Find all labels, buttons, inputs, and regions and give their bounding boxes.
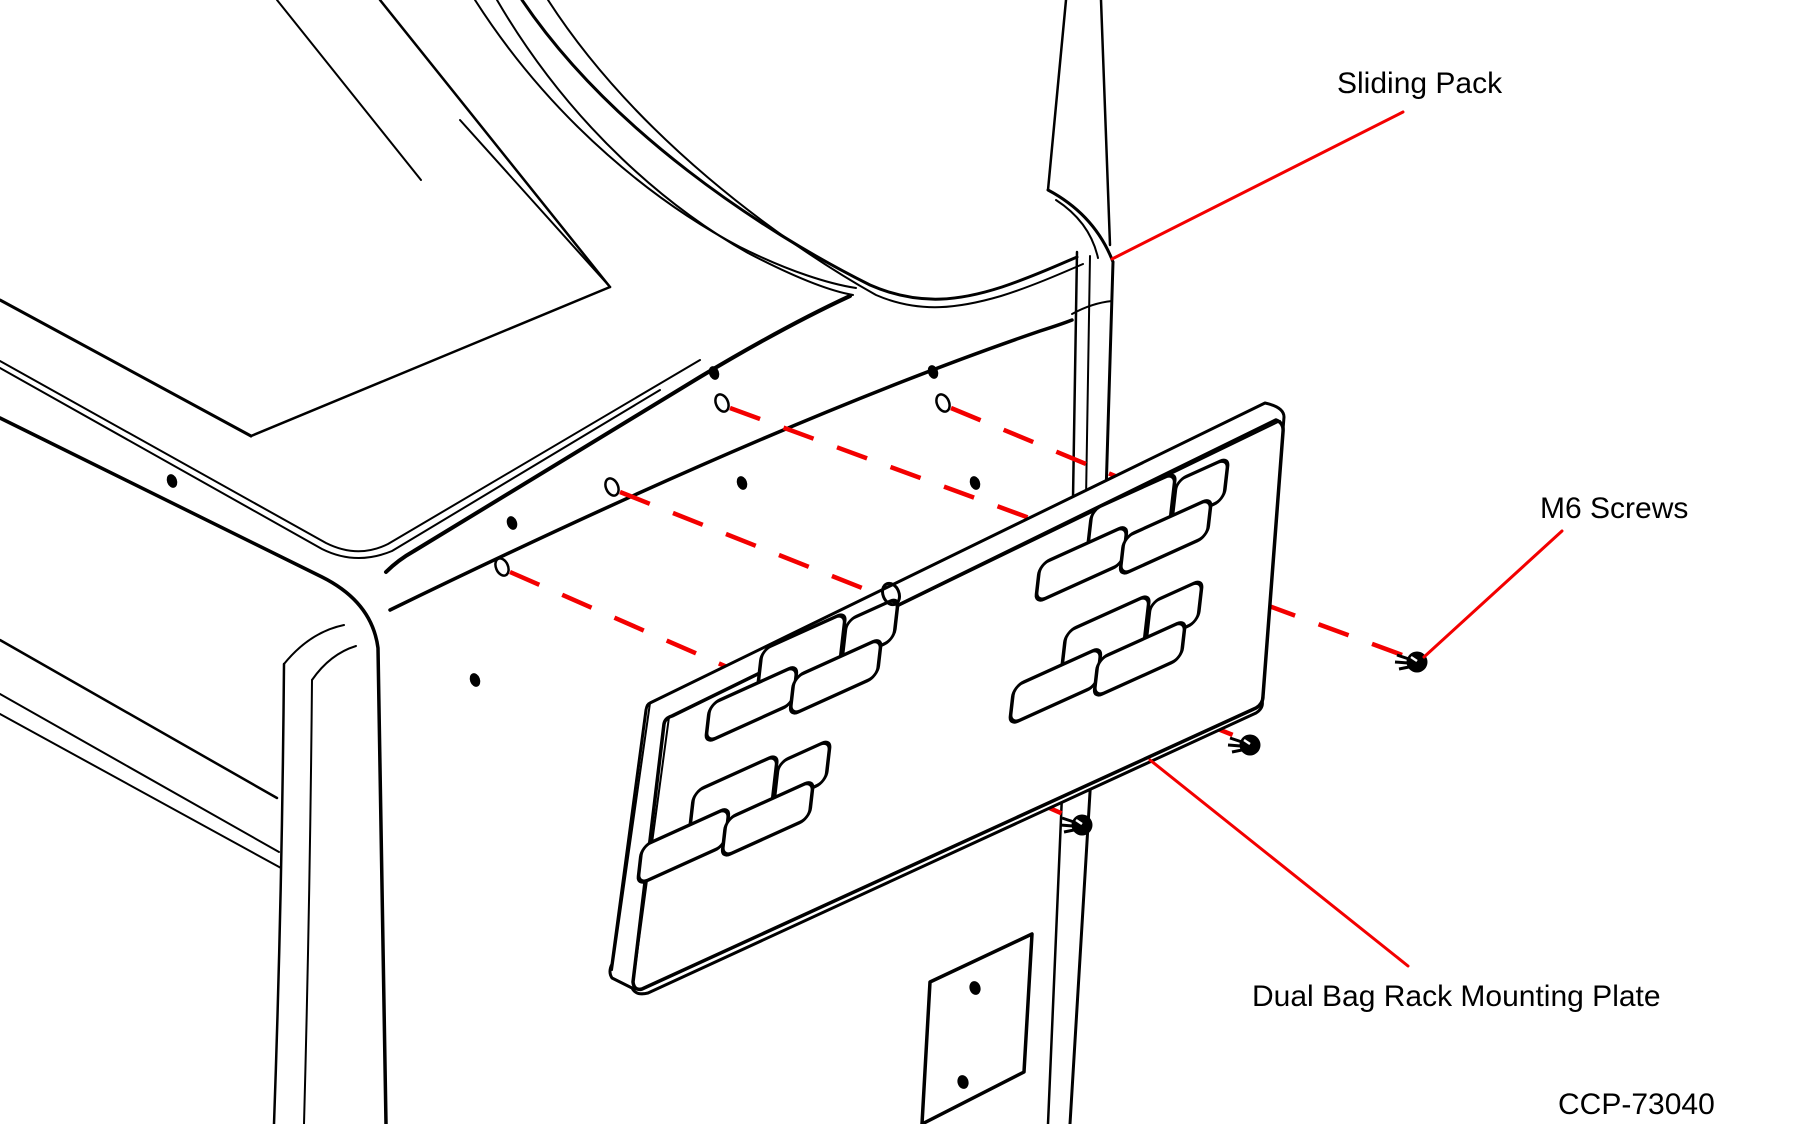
counter-front-edge xyxy=(384,294,852,574)
dual-bag-rack-mounting-plate xyxy=(608,401,1286,996)
mounting-hole-icon xyxy=(494,557,510,577)
mounting-hole-icon xyxy=(714,393,730,413)
leader-mounting-plate xyxy=(1148,758,1410,968)
left-edge-band xyxy=(0,416,388,1124)
mounting-hole-icon xyxy=(604,477,620,497)
label-m6-screws: M6 Screws xyxy=(1540,492,1688,525)
label-mounting-plate: Dual Bag Rack Mounting Plate xyxy=(1252,980,1661,1013)
m6-screws xyxy=(1059,651,1428,836)
cabinet-top-recess xyxy=(0,0,612,438)
plate-left-thickness xyxy=(611,702,651,971)
body-front-edge xyxy=(388,318,1074,612)
counter-rim xyxy=(0,0,857,560)
m6-screw-icon xyxy=(1394,651,1428,673)
part-number: CCP-73040 xyxy=(1558,1088,1715,1121)
left-corner-post xyxy=(272,624,357,1124)
label-sliding-pack: Sliding Pack xyxy=(1337,67,1503,100)
bag-hook xyxy=(1034,458,1230,602)
plate-hole-icon xyxy=(881,581,901,607)
access-panel xyxy=(920,932,1034,1124)
callout-labels: Sliding Pack M6 Screws Dual Bag Rack Mou… xyxy=(1252,67,1715,1121)
leader-sliding-pack xyxy=(1110,110,1405,261)
m6-screw-icon xyxy=(1059,814,1093,836)
m6-screw-icon xyxy=(1227,734,1261,756)
callout-leaders xyxy=(1110,110,1564,968)
mounting-hole-icon xyxy=(935,393,951,413)
bag-hook xyxy=(1008,580,1204,724)
bag-hook xyxy=(704,598,900,742)
bag-hook xyxy=(636,740,832,884)
tower-top-edge xyxy=(520,0,1084,309)
lower-left-panels xyxy=(0,638,282,869)
cabinet-rivet-dots xyxy=(166,365,981,687)
leader-m6-screws xyxy=(1422,529,1564,659)
sliding-pack-cabinet xyxy=(0,0,1115,1124)
cabinet-mounting-holes xyxy=(494,393,951,577)
